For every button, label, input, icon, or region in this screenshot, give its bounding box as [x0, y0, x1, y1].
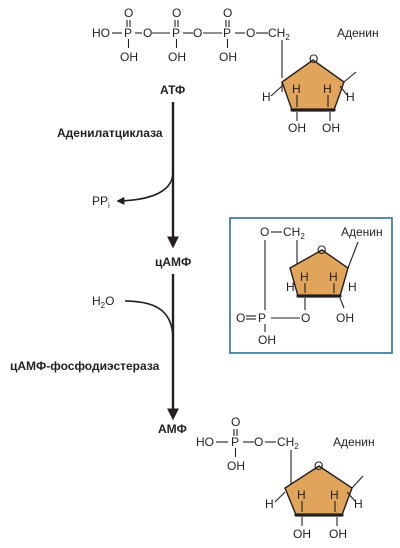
amp-p: P: [231, 435, 239, 449]
ppi-release-arrow: [116, 171, 174, 205]
atp-p-1: P: [124, 26, 132, 40]
camp-ring-o: O: [317, 243, 326, 257]
atp-bonds: [112, 20, 283, 78]
atp-o-top-1: O: [124, 6, 133, 20]
water-input-curve: [124, 300, 174, 341]
atp-ho: HO: [92, 26, 110, 40]
amp-o-top: O: [231, 415, 240, 429]
enzyme-adenylate-cyclase: Аденилатциклаза: [57, 126, 163, 140]
camp-o-double: O: [236, 311, 245, 325]
camp-structure-box: O CH2 Аденин O H H H H O OH O P OH: [229, 217, 393, 354]
atp-o-top-2: O: [172, 6, 181, 20]
atp-oh-ring-1: OH: [288, 121, 306, 135]
camp-h-2: H: [348, 280, 357, 294]
atp-oh-2: OH: [168, 50, 186, 64]
amp-oh-ring-2: OH: [329, 527, 347, 541]
atp-adenine: Аденин: [337, 26, 379, 40]
amp-h-3: H: [297, 488, 306, 502]
camp-ch2: CH2: [283, 225, 305, 241]
atp-ring-o: O: [309, 52, 318, 66]
atp-o-bridge-1: O: [143, 26, 152, 40]
atp-o-bridge-2: O: [193, 26, 202, 40]
camp-h-3: H: [300, 270, 309, 284]
amp-h-2: H: [354, 497, 363, 511]
atp-h-1: H: [262, 90, 271, 104]
amp-o-bridge: O: [254, 435, 263, 449]
amp-ho: HO: [196, 435, 214, 449]
amp-oh-p: OH: [227, 459, 245, 473]
camp-p: P: [258, 311, 266, 325]
amp-adenine: Аденин: [333, 435, 375, 449]
amp-h-4: H: [330, 488, 339, 502]
amp-oh-ring-1: OH: [293, 527, 311, 541]
amp-molecule: O HO P O CH2 OH Аденин O H H H H OH OH: [196, 415, 375, 541]
ppi-label: PPi: [92, 194, 110, 210]
camp-adenine: Аденин: [341, 225, 383, 239]
enzyme-camp-phosphodiesterase: цАМФ-фосфодиэстераза: [10, 359, 160, 373]
amp-ring-o: O: [314, 459, 323, 473]
atp-o-bridge-3: O: [246, 26, 255, 40]
atp-ch2: CH2: [268, 26, 290, 42]
atp-p-2: P: [172, 26, 180, 40]
amp-ch2: CH2: [277, 435, 299, 451]
atp-ribose-ring: O H H H H OH OH: [262, 52, 357, 135]
atp-h-3: H: [292, 82, 301, 96]
atp-oh-1: OH: [120, 50, 138, 64]
atp-h-4: H: [323, 82, 332, 96]
camp-o-top: O: [260, 225, 269, 239]
camp-oh-p: OH: [258, 333, 276, 347]
water-label: H2O: [92, 294, 114, 310]
amp-h-1: H: [265, 497, 274, 511]
camp-label: цАМФ: [155, 255, 191, 269]
atp-oh-ring-2: OH: [322, 121, 340, 135]
camp-frame: [229, 217, 393, 354]
atp-o-top-3: O: [223, 6, 232, 20]
atp-oh-3: OH: [219, 50, 237, 64]
camp-h-1: H: [286, 280, 295, 294]
camp-h-4: H: [329, 270, 338, 284]
amp-label: АМФ: [158, 422, 187, 436]
camp-o-bridge: O: [301, 311, 310, 325]
atp-molecule: O O O HO P O P O P O CH2 OH OH OH O H H …: [92, 6, 379, 135]
camp-oh-ring: OH: [336, 311, 354, 325]
atp-h-2: H: [346, 90, 355, 104]
atp-p-3: P: [223, 26, 231, 40]
atp-label: АТФ: [160, 83, 185, 97]
